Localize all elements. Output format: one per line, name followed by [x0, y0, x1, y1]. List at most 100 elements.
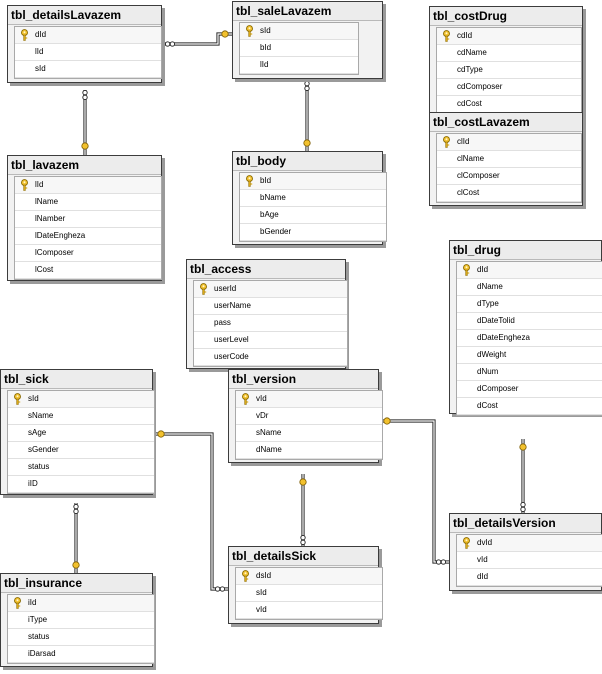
column-row[interactable]: lName — [15, 194, 161, 211]
column-row[interactable]: status — [8, 459, 154, 476]
column-row[interactable]: cdId — [437, 28, 581, 45]
column-row[interactable]: cdName — [437, 45, 581, 62]
column-row[interactable]: dId — [457, 569, 602, 586]
column-row[interactable]: lId — [240, 57, 358, 74]
column-row[interactable]: sName — [8, 408, 154, 425]
column-row[interactable]: userId — [194, 281, 347, 298]
relationship-line[interactable] — [379, 417, 449, 565]
column-row[interactable]: sId — [15, 61, 161, 78]
column-name: bName — [260, 193, 286, 202]
column-row[interactable]: bAge — [240, 207, 386, 224]
column-row[interactable]: vId — [236, 602, 382, 619]
table-title: tbl_sick — [1, 370, 152, 389]
column-row[interactable]: vId — [236, 391, 382, 408]
column-row[interactable]: dId — [457, 262, 602, 279]
column-row[interactable]: bGender — [240, 224, 386, 241]
column-name: clName — [457, 154, 485, 163]
relationship-line[interactable] — [303, 80, 311, 151]
column-row[interactable]: bName — [240, 190, 386, 207]
column-row[interactable]: iDarsad — [8, 646, 154, 663]
column-row[interactable]: lDateEngheza — [15, 228, 161, 245]
column-row[interactable]: lId — [15, 44, 161, 61]
column-row[interactable]: sAge — [8, 425, 154, 442]
relationship-line[interactable] — [153, 430, 228, 592]
column-row[interactable]: lComposer — [15, 245, 161, 262]
column-row[interactable]: userName — [194, 298, 347, 315]
column-row[interactable]: clName — [437, 151, 581, 168]
column-name: lComposer — [35, 248, 74, 257]
relationship-line[interactable] — [72, 503, 80, 573]
column-row[interactable]: sId — [8, 391, 154, 408]
column-name: lNamber — [35, 214, 66, 223]
table-title: tbl_saleLavazem — [233, 2, 382, 21]
column-row[interactable]: lId — [15, 177, 161, 194]
column-row[interactable]: sName — [236, 425, 382, 442]
column-row[interactable]: clCost — [437, 185, 581, 202]
primary-key-icon — [244, 25, 255, 37]
column-row[interactable]: bId — [240, 40, 358, 57]
relationship-many-icon — [73, 503, 79, 515]
column-row[interactable]: dWeight — [457, 347, 602, 364]
column-row[interactable]: dsId — [236, 568, 382, 585]
column-name: dId — [477, 572, 489, 581]
relationship-line[interactable] — [162, 30, 232, 47]
column-row[interactable]: dName — [236, 442, 382, 459]
column-row[interactable]: sId — [240, 23, 358, 40]
column-name: cdName — [457, 48, 487, 57]
column-row[interactable]: dDateTolid — [457, 313, 602, 330]
column-row[interactable]: dvId — [457, 535, 602, 552]
column-row[interactable]: dName — [457, 279, 602, 296]
column-name: sId — [35, 64, 46, 73]
relationship-line[interactable] — [81, 89, 89, 155]
column-name: bGender — [260, 227, 292, 236]
column-row[interactable]: iType — [8, 612, 154, 629]
column-row[interactable]: status — [8, 629, 154, 646]
column-row[interactable]: dCost — [457, 398, 602, 415]
column-row[interactable]: cdCost — [437, 96, 581, 113]
column-row[interactable]: sId — [236, 585, 382, 602]
column-row[interactable]: clId — [437, 134, 581, 151]
column-row[interactable]: dDateEngheza — [457, 330, 602, 347]
column-row[interactable]: userLevel — [194, 332, 347, 349]
column-row[interactable]: vDr — [236, 408, 382, 425]
column-name: clId — [457, 137, 470, 146]
column-name: dsId — [256, 571, 272, 580]
column-row[interactable]: dComposer — [457, 381, 602, 398]
column-row[interactable]: vId — [457, 552, 602, 569]
column-row[interactable]: bId — [240, 173, 386, 190]
column-row[interactable]: clComposer — [437, 168, 581, 185]
primary-key-icon — [441, 136, 452, 148]
column-row[interactable]: dId — [15, 27, 161, 44]
column-row[interactable]: userCode — [194, 349, 347, 366]
column-row[interactable]: lNamber — [15, 211, 161, 228]
column-row[interactable]: iId — [8, 595, 154, 612]
column-name: dType — [477, 299, 499, 308]
column-row[interactable]: cdComposer — [437, 79, 581, 96]
column-row[interactable]: dType — [457, 296, 602, 313]
relationship-many-icon — [82, 89, 88, 101]
column-row[interactable]: lCost — [15, 262, 161, 279]
column-row[interactable]: iID — [8, 476, 154, 493]
column-row[interactable]: pass — [194, 315, 347, 332]
column-row[interactable]: dNum — [457, 364, 602, 381]
relationship-line[interactable] — [299, 474, 307, 546]
relationship-line[interactable] — [519, 439, 527, 513]
relationship-key-icon — [81, 142, 89, 150]
column-row[interactable]: cdType — [437, 62, 581, 79]
column-row[interactable]: sGender — [8, 442, 154, 459]
